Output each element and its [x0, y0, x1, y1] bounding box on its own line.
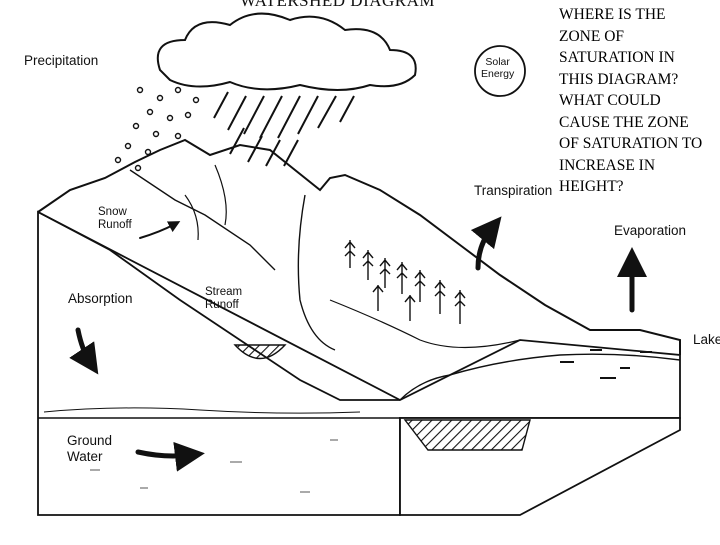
cloud — [156, 12, 417, 91]
transpiration-label: Transpiration — [474, 183, 553, 198]
ground-water-line2: Water — [67, 448, 103, 464]
question-line: CAUSE THE ZONE — [559, 113, 689, 131]
absorption-label: Absorption — [68, 291, 133, 306]
snow-runoff-line1: Snow — [98, 206, 127, 218]
question-line: INCREASE IN — [559, 156, 656, 174]
stream-runoff-line1: Stream — [205, 286, 243, 298]
question-text: WHERE IS THE ZONE OF SATURATION IN THIS … — [559, 4, 720, 198]
solar-label-line2: Energy — [481, 68, 515, 81]
question-line: OF SATURATION TO — [559, 135, 703, 152]
mountains — [37, 138, 681, 401]
solar-energy-label: Solar Energy — [481, 56, 514, 80]
absorption-arrow — [69, 327, 99, 375]
precipitation-label: Precipitation — [24, 53, 99, 68]
snow-runoff-line2: Runoff — [98, 219, 132, 232]
transpiration-arrow — [470, 216, 502, 271]
precipitation-snow — [114, 86, 200, 172]
diagram-title: WATERSHED DIAGRAM — [240, 0, 436, 10]
stream-runoff-line2: Runoff — [205, 299, 239, 312]
flow-arrows — [69, 216, 647, 472]
stream-runoff-label: Stream Runoff — [205, 286, 242, 312]
stream-and-lake — [399, 349, 681, 401]
sun-circle — [474, 45, 526, 97]
ground-water-arrow — [135, 441, 205, 472]
ground-water-line1: Ground — [67, 433, 113, 448]
solar-label-line1: Solar — [485, 56, 510, 68]
ground-block — [37, 210, 681, 516]
saturated-zone-lake — [403, 419, 531, 451]
question-line: THIS DIAGRAM? — [559, 70, 679, 88]
precipitation-rain — [213, 91, 355, 167]
evaporation-label: Evaporation — [614, 223, 687, 238]
question-line: SATURATION IN — [559, 49, 675, 66]
saturated-zone-stream — [233, 344, 287, 360]
lake-label: Lake — [693, 332, 720, 347]
question-line: WHAT COULD — [559, 92, 661, 109]
snow-runoff-arrow — [139, 221, 181, 239]
ground-water-label: Ground Water — [67, 433, 112, 464]
question-line: ZONE OF — [559, 27, 625, 45]
forest-trees — [344, 240, 466, 324]
question-line: HEIGHT? — [559, 178, 624, 195]
question-line: WHERE IS THE — [559, 6, 666, 23]
snow-runoff-label: Snow Runoff — [98, 206, 132, 232]
